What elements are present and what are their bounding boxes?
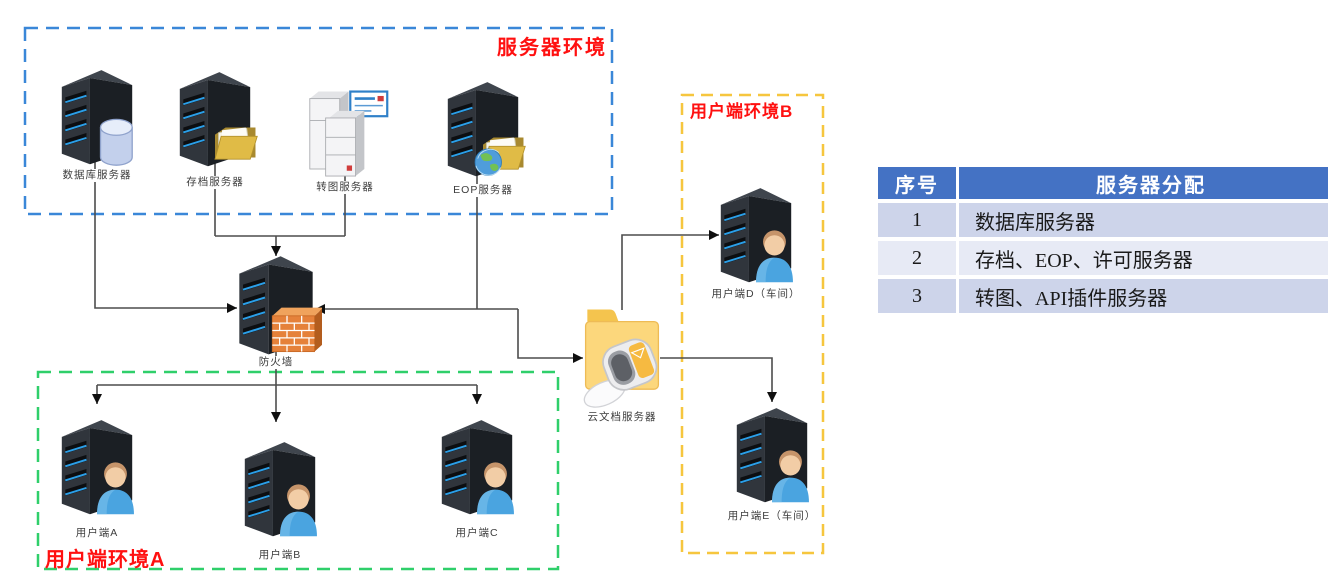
connector-lines: [92, 160, 777, 422]
table-cell-index: 1: [878, 203, 956, 237]
server-tower-folder-icon: [171, 64, 259, 170]
server-rack-document-icon: [308, 90, 389, 178]
server-env-box: [23, 26, 614, 216]
table-cell-index: 2: [878, 241, 956, 275]
server-tower-user-icon: [236, 434, 324, 540]
node-label: 用户端E（车间）: [725, 510, 819, 524]
table-cell-index: 3: [878, 279, 956, 313]
server-tower-user-icon: [53, 412, 141, 518]
node-client-c: [433, 412, 521, 518]
table-cell-allocation: 转图、API插件服务器: [959, 279, 1328, 313]
node-client-d: [712, 180, 800, 286]
server-env-title: 服务器环境: [497, 37, 607, 59]
node-label: 转图服务器: [314, 181, 376, 195]
node-label: 云文档服务器: [585, 411, 659, 425]
client-env-a-box: [36, 370, 560, 571]
node-label: 用户端B: [256, 549, 304, 563]
client-env-a-title: 用户端环境A: [45, 549, 166, 571]
table-row: 2 存档、EOP、许可服务器: [878, 241, 1328, 275]
node-eop-server: [439, 74, 527, 180]
server-tower-database-icon: [53, 62, 141, 168]
node-label: 存档服务器: [184, 176, 246, 190]
table-header-allocation: 服务器分配: [959, 167, 1328, 199]
table-header-index: 序号: [878, 167, 956, 199]
node-label: 数据库服务器: [60, 169, 134, 183]
server-tower-user-icon: [433, 412, 521, 518]
node-client-e: [728, 400, 816, 506]
node-label: 用户端A: [73, 527, 121, 541]
table-cell-allocation: 数据库服务器: [959, 203, 1328, 237]
node-archive-server: [171, 64, 259, 170]
folder-mailbox-icon: [579, 308, 663, 410]
node-client-a: [53, 412, 141, 518]
node-firewall: [230, 248, 322, 358]
server-tower-user-icon: [728, 400, 816, 506]
firewall-icon: [230, 248, 322, 358]
node-label: 防火墙: [256, 356, 296, 370]
node-convert-server: [301, 72, 389, 178]
client-env-b-title: 用户端环境B: [690, 102, 794, 121]
node-label: 用户端C: [453, 527, 501, 541]
node-client-b: [236, 434, 324, 540]
server-tower-globe-folder-icon: [439, 74, 527, 180]
server-allocation-table: 序号 服务器分配 1 数据库服务器 2 存档、EOP、许可服务器 3 转图、AP…: [875, 163, 1331, 317]
node-label: EOP服务器: [451, 184, 515, 198]
table-cell-allocation: 存档、EOP、许可服务器: [959, 241, 1328, 275]
table-row: 3 转图、API插件服务器: [878, 279, 1328, 313]
table-header-row: 序号 服务器分配: [878, 167, 1328, 199]
server-tower-user-icon: [712, 180, 800, 286]
client-env-b-box: [680, 93, 825, 555]
table-row: 1 数据库服务器: [878, 203, 1328, 237]
node-database-server: [53, 62, 141, 168]
node-label: 用户端D（车间）: [709, 288, 803, 302]
node-cloud-doc-server: [578, 306, 666, 410]
